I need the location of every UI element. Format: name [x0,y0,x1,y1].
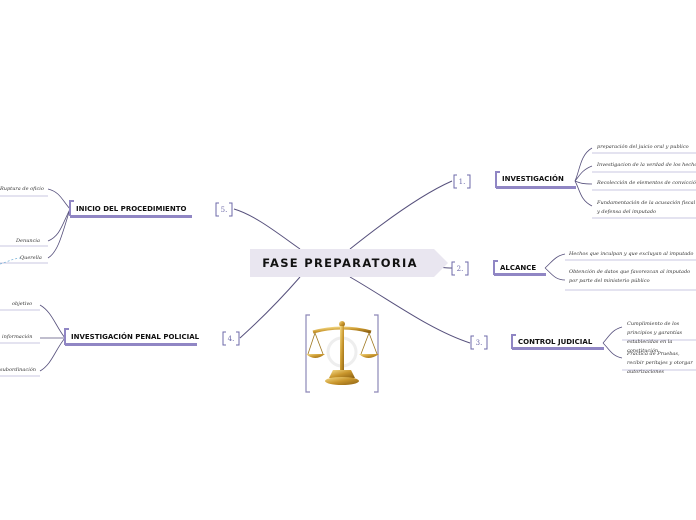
branch-2-leaf-1[interactable]: Hechos que inculpan y que excluyan al im… [569,250,693,259]
branch-1-leaf-2[interactable]: Investigacion de la verdad de los hechos [597,161,696,170]
branch-3-underline [512,347,604,350]
branch-1-underline [496,186,576,189]
branch-5-leaf-1[interactable]: Ruptura de oficio [0,185,44,194]
branch-4-number: 4. [222,332,240,346]
branch-1-leaf-3[interactable]: Recolección de elementos de convicción [597,179,696,188]
branch-1-leaf-1[interactable]: preparación del juicio oral y publico [597,143,689,152]
central-title: FASE PREPARATORIA [250,249,430,277]
scales-of-justice-icon [303,314,381,394]
branch-2-underline [494,273,546,276]
branch-5-label[interactable]: INICIO DEL PROCEDIMIENTO [70,202,192,216]
branch-2-leaf-2[interactable]: Obtención de datos que favorezcan al imp… [569,268,696,286]
central-node[interactable]: FASE PREPARATORIA [250,249,450,277]
branch-4-leaf-1[interactable]: objetivo [12,300,32,309]
branch-1-number: 1. [453,175,471,189]
branch-5-number: 5. [215,203,233,217]
branch-1-leaf-4[interactable]: Fundamentación de la acusación fiscal y … [597,199,696,217]
branch-3-leaf-2[interactable]: Practica de Pruebas, recibir peritajes y… [627,350,696,377]
branch-5-underline [70,215,192,218]
branch-3-number: 3. [470,336,488,350]
branch-4-underline [65,343,197,346]
branch-5-leaf-3[interactable]: Querella [20,254,42,263]
branch-4-leaf-2[interactable]: información [2,333,32,342]
branch-2-number: 2. [451,262,469,276]
branch-5-leaf-2[interactable]: Denuncia [16,237,40,246]
branch-4-leaf-3[interactable]: subordinación [0,366,36,375]
branch-4-label[interactable]: INVESTIGACIÓN PENAL POLICIAL [65,330,205,344]
branch-1-label[interactable]: INVESTIGACIÓN [496,172,570,186]
